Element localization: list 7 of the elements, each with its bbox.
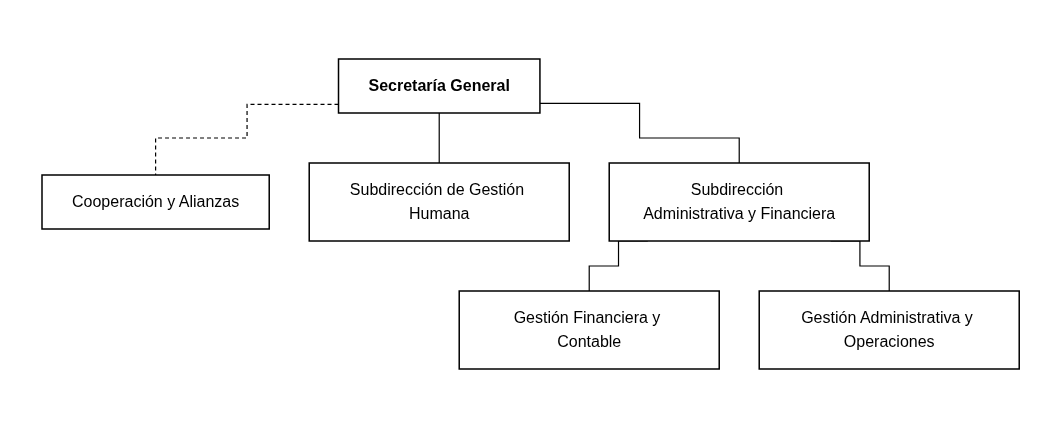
node-box: Gestión Financiera y Contable [458,290,721,370]
node-box: Gestión Administrativa y Operaciones [758,290,1021,370]
connector [439,112,441,164]
node-box: Subdirección Administrativa y Financiera [608,162,871,242]
node-box: Secretaría General [338,58,542,114]
node-box: Subdirección de Gestión Humana [308,162,571,242]
node-box: Cooperación y Alianzas [41,174,271,230]
